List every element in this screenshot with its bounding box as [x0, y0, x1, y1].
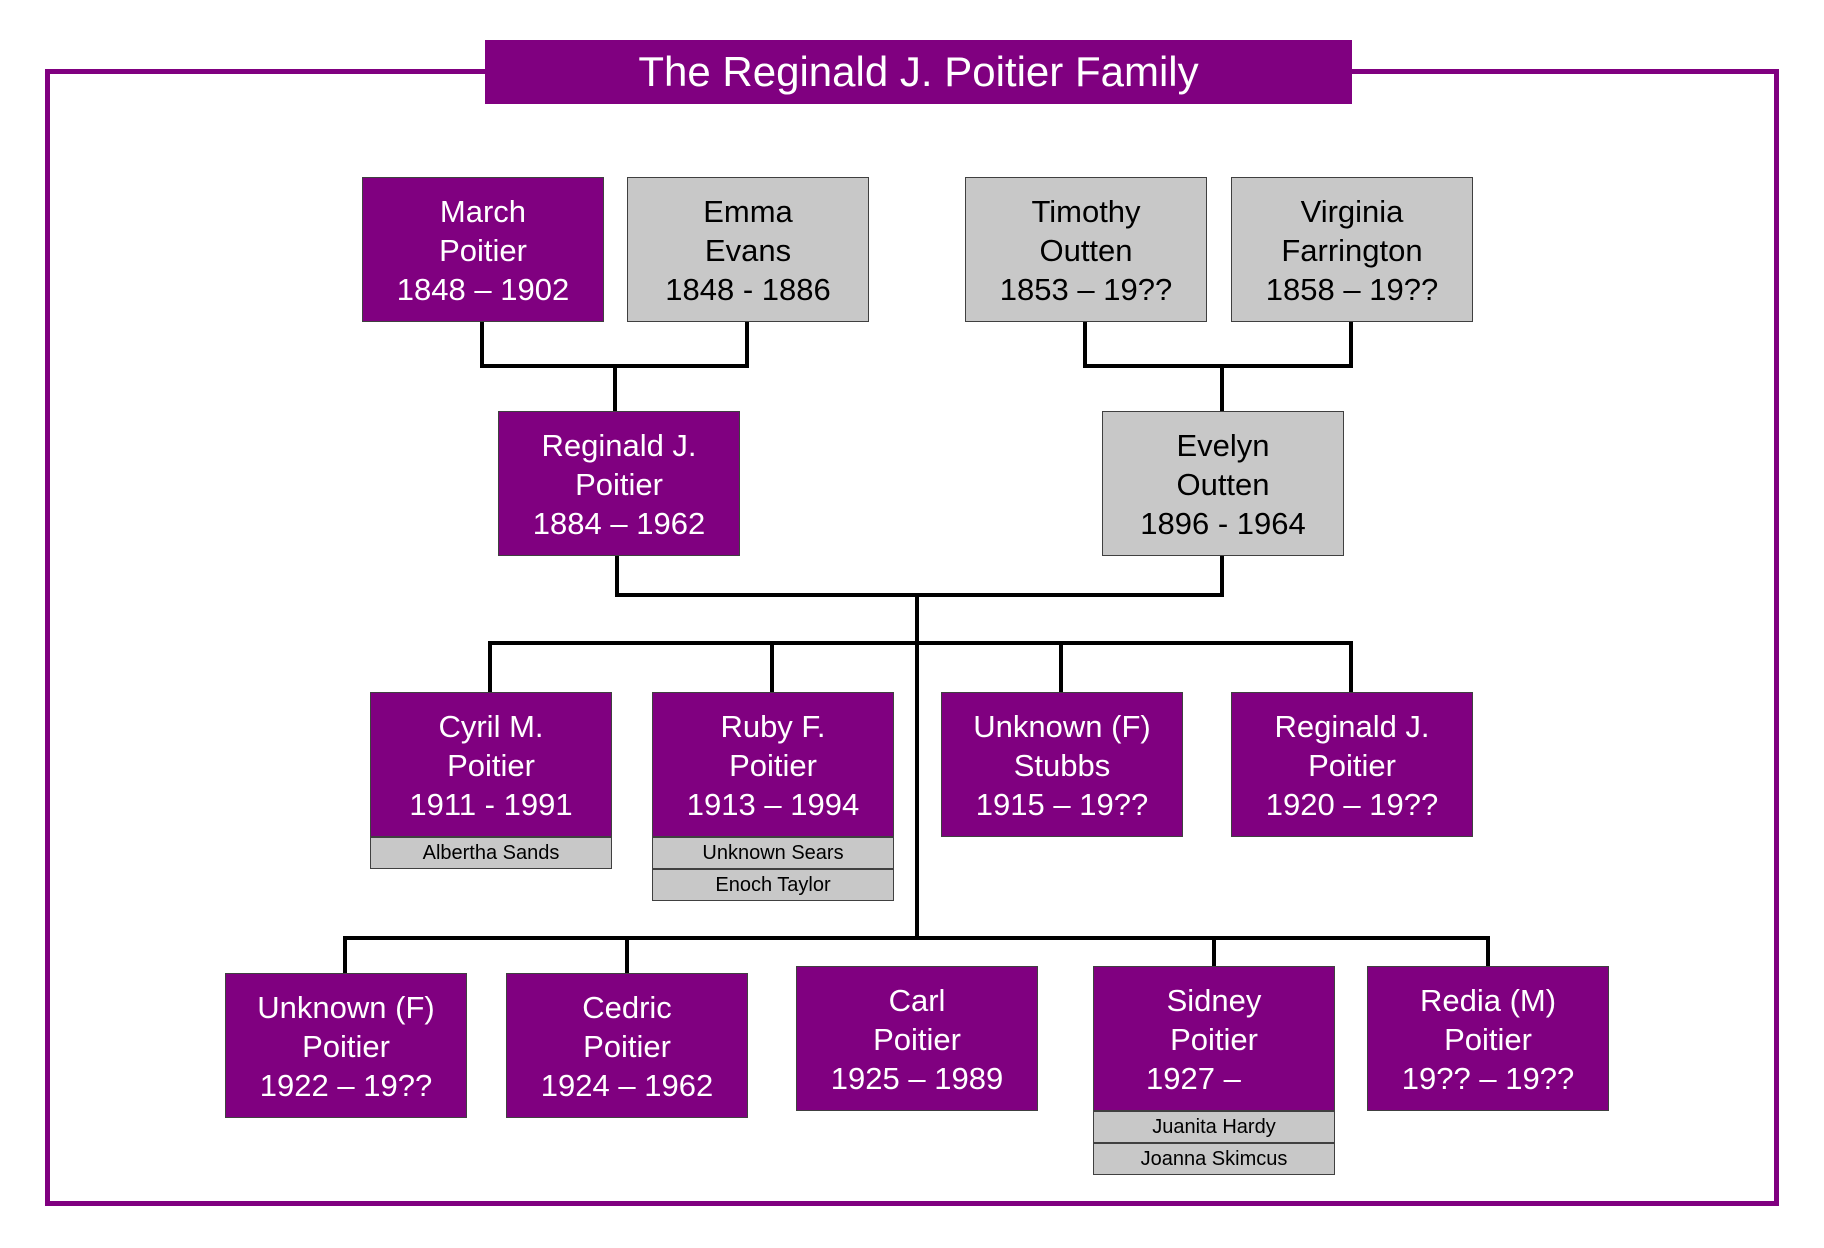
person-reginald-j-poitier-jr: Reginald J. Poitier 1920 – 19?? [1231, 692, 1473, 837]
person-first-name: Carl [888, 983, 946, 1018]
spouse-label: Albertha Sands [370, 837, 612, 869]
spouse-label: Unknown Sears [652, 837, 894, 869]
person-dates: 1858 – 19?? [1265, 272, 1439, 307]
person-dates: 1884 – 1962 [532, 506, 706, 541]
person-ruby-f-poitier: Ruby F. Poitier 1913 – 1994 [652, 692, 894, 837]
person-unknown-f-stubbs: Unknown (F) Stubbs 1915 – 19?? [941, 692, 1183, 837]
person-unknown-f-poitier: Unknown (F) Poitier 1922 – 19?? [225, 973, 467, 1118]
connector-row1 [488, 641, 1353, 692]
person-first-name: Timothy [1031, 194, 1141, 229]
person-emma-evans: Emma Evans 1848 - 1886 [627, 177, 869, 322]
person-first-name: Reginald J. [1274, 709, 1430, 744]
person-march-poitier: March Poitier 1848 – 1902 [362, 177, 604, 322]
person-first-name: Sidney [1166, 983, 1262, 1018]
person-last-name: Poitier [439, 233, 527, 268]
person-first-name: March [439, 194, 527, 229]
person-last-name: Poitier [1308, 748, 1396, 783]
person-last-name: Poitier [1170, 1022, 1258, 1057]
person-dates: 1920 – 19?? [1265, 787, 1439, 822]
person-first-name: Unknown (F) [973, 709, 1151, 744]
person-first-name: Emma [703, 194, 793, 229]
person-last-name: Poitier [729, 748, 817, 783]
person-dates: 1927 – [1146, 1061, 1241, 1096]
person-cedric-poitier: Cedric Poitier 1924 – 1962 [506, 973, 748, 1118]
person-last-name: Poitier [583, 1029, 671, 1064]
person-timothy-outten: Timothy Outten 1853 – 19?? [965, 177, 1207, 322]
person-last-name: Farrington [1281, 233, 1423, 268]
person-cyril-m-poitier: Cyril M. Poitier 1911 - 1991 [370, 692, 612, 837]
person-redia-m-poitier: Redia (M) Poitier 19?? – 19?? [1367, 966, 1609, 1111]
person-evelyn-outten: Evelyn Outten 1896 - 1964 [1102, 411, 1344, 556]
person-dates: 1922 – 19?? [259, 1068, 433, 1103]
person-carl-poitier: Carl Poitier 1925 – 1989 [796, 966, 1038, 1111]
person-dates: 19?? – 19?? [1401, 1061, 1575, 1096]
connector-grandparents-right [1083, 322, 1353, 411]
person-dates: 1896 - 1964 [1140, 506, 1306, 541]
spouse-label: Joanna Skimcus [1093, 1143, 1335, 1175]
person-last-name: Poitier [575, 467, 663, 502]
person-last-name: Poitier [873, 1022, 961, 1057]
person-first-name: Virginia [1300, 194, 1404, 229]
person-last-name: Outten [1039, 233, 1133, 268]
person-last-name: Poitier [302, 1029, 390, 1064]
diagram-title: The Reginald J. Poitier Family [485, 40, 1352, 104]
person-last-name: Poitier [1444, 1022, 1532, 1057]
spouse-label: Juanita Hardy [1093, 1111, 1335, 1143]
person-last-name: Evans [704, 233, 792, 268]
person-first-name: Unknown (F) [257, 990, 435, 1025]
spouse-label: Enoch Taylor [652, 869, 894, 901]
person-last-name: Outten [1176, 467, 1270, 502]
connector-grandparents-left [480, 322, 749, 411]
person-dates: 1915 – 19?? [975, 787, 1149, 822]
connector-parents [615, 555, 1224, 938]
person-dates: 1853 – 19?? [999, 272, 1173, 307]
connector-row2 [343, 936, 1490, 973]
person-sidney-poitier: Sidney Poitier 1927 – [1093, 966, 1335, 1111]
person-dates: 1848 - 1886 [665, 272, 831, 307]
person-reginald-j-poitier-sr: Reginald J. Poitier 1884 – 1962 [498, 411, 740, 556]
person-dates: 1925 – 1989 [830, 1061, 1004, 1096]
person-first-name: Ruby F. [720, 709, 826, 744]
person-virginia-farrington: Virginia Farrington 1858 – 19?? [1231, 177, 1473, 322]
person-first-name: Cyril M. [438, 709, 544, 744]
person-first-name: Redia (M) [1419, 983, 1557, 1018]
person-first-name: Cedric [582, 990, 672, 1025]
person-first-name: Reginald J. [541, 428, 697, 463]
person-last-name: Stubbs [1013, 748, 1111, 783]
person-dates: 1911 - 1991 [409, 787, 573, 822]
person-dates: 1924 – 1962 [540, 1068, 714, 1103]
person-last-name: Poitier [447, 748, 535, 783]
person-dates: 1848 – 1902 [396, 272, 570, 307]
person-dates: 1913 – 1994 [686, 787, 860, 822]
person-first-name: Evelyn [1176, 428, 1270, 463]
